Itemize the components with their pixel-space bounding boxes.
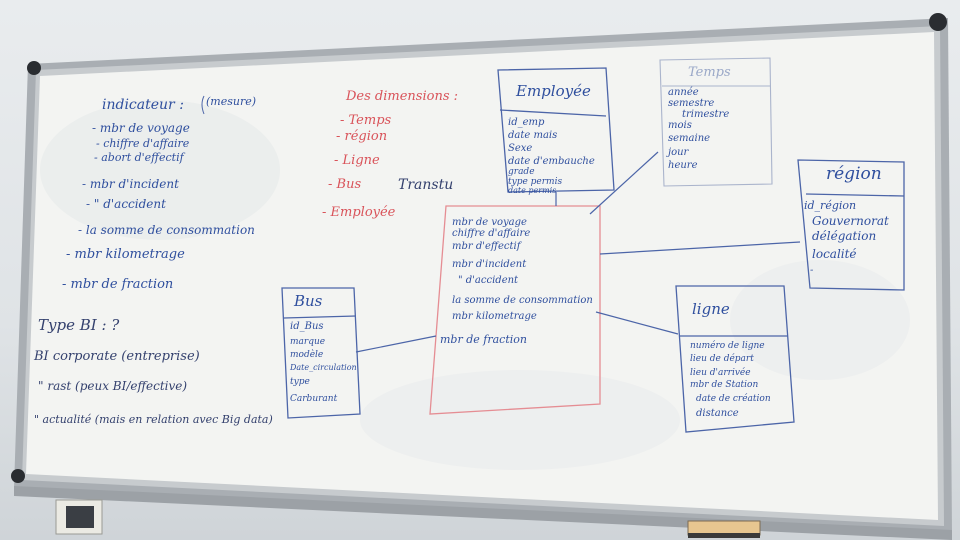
ligne-field: numéro de ligne — [690, 341, 765, 351]
temps-field: mois — [668, 120, 692, 131]
temps-field: trimestre — [682, 109, 730, 120]
smudge — [730, 260, 910, 380]
region-field: localité — [812, 247, 857, 261]
frame-corner — [11, 469, 25, 483]
ligne-field: lieu de départ — [690, 354, 754, 364]
temps-table-title: Temps — [688, 65, 731, 80]
bus-field: id_Bus — [290, 321, 324, 332]
bi-corporate-note: BI corporate (entreprise) — [34, 349, 200, 364]
ligne-field: lieu d'arrivée — [690, 368, 751, 378]
fact-fields: mbr de voyage chiffre d'affaire mbr d'ef… — [440, 217, 593, 346]
link-fact-temps — [589, 151, 659, 215]
bus-field: modèle — [290, 350, 324, 360]
bi-rast-note: " rast (peux BI/effective) — [38, 379, 188, 393]
dimension-item: - Temps — [340, 113, 392, 128]
indicator-item: - " d'accident — [86, 197, 166, 211]
region-table-box — [797, 159, 905, 291]
temps-table-box — [659, 57, 773, 187]
wall-socket-face — [66, 506, 94, 528]
fact-field: chiffre d'affaire — [452, 228, 531, 239]
smudge — [40, 100, 280, 240]
ligne-field: distance — [696, 408, 739, 419]
region-field: id_région — [804, 199, 857, 212]
employee-field: type permis — [508, 177, 563, 187]
indicator-item: - mbr d'incident — [82, 177, 179, 191]
indicator-item: - chiffre d'affaire — [96, 137, 190, 150]
smudge — [360, 370, 680, 470]
region-field: - — [810, 265, 814, 276]
temps-field: jour — [668, 147, 689, 158]
ligne-field: mbr de Station — [690, 380, 759, 390]
transtu-label: Transtu — [398, 177, 454, 193]
fact-field: mbr d'effectif — [452, 241, 521, 252]
bracket-mark — [201, 95, 205, 115]
indicator-item: - mbr kilometrage — [66, 247, 185, 262]
ligne-field: date de création — [696, 394, 771, 404]
employee-table-box — [497, 67, 615, 193]
bus-field: marque — [290, 337, 326, 347]
fact-field: mbr kilometrage — [452, 311, 537, 322]
indicator-item: - mbr de fraction — [62, 277, 174, 292]
fact-field: la somme de consommation — [452, 295, 593, 306]
bi-actualite-note: " actualité (mais en relation avec Big d… — [34, 413, 273, 426]
employee-field: date d'embauche — [508, 156, 595, 167]
employee-fields: id_emp date mais Sexe date d'embauche gr… — [508, 118, 595, 195]
employee-field: id_emp — [508, 117, 545, 128]
employee-field: date permis — [508, 186, 557, 195]
eraser[interactable] — [687, 520, 761, 536]
region-field: Gouvernorat — [812, 214, 889, 228]
employee-field: Sexe — [508, 143, 533, 154]
bus-field: Carburant — [290, 394, 338, 404]
bus-table-box — [281, 287, 361, 419]
region-fields: id_région Gouvernorat délégation localit… — [804, 200, 889, 276]
ligne-table-title: ligne — [692, 300, 730, 318]
region-field: délégation — [812, 229, 877, 243]
fact-field: " d'accident — [458, 275, 519, 286]
indicator-item: - mbr de voyage — [92, 121, 190, 135]
temps-field: semestre — [668, 98, 715, 109]
bus-fields: id_Bus marque modèle Date_circulation ty… — [290, 322, 357, 404]
dimension-item: - Employée — [322, 205, 396, 220]
indicator-heading-note: (mesure) — [206, 95, 257, 108]
bi-type-question: Type BI : ? — [38, 316, 120, 334]
indicator-item: - la somme de consommation — [78, 223, 255, 237]
employee-field: date mais — [508, 130, 558, 141]
bus-field: type — [290, 377, 310, 387]
fact-table-box — [429, 205, 601, 415]
frame-corner — [929, 13, 947, 31]
link-fact-ligne — [595, 311, 679, 335]
indicator-heading: indicateur : — [102, 97, 184, 113]
bus-table-title: Bus — [294, 292, 323, 310]
bus-field: Date_circulation — [290, 363, 357, 372]
dimension-item: - région — [336, 129, 388, 144]
ligne-fields: numéro de ligne lieu de départ lieu d'ar… — [690, 342, 771, 419]
frame-corner — [27, 61, 41, 75]
indicator-item: - abort d'effectif — [94, 151, 184, 164]
eraser-base — [688, 533, 760, 538]
dimension-item: - Bus — [328, 177, 362, 192]
temps-field: année — [668, 87, 699, 98]
link-fact-bus — [355, 335, 437, 353]
employee-field: grade — [508, 167, 535, 177]
dimension-item: - Ligne — [334, 153, 380, 168]
link-fact-region — [599, 241, 801, 255]
ligne-table-box — [675, 285, 795, 433]
temps-field: heure — [668, 160, 698, 171]
temps-fields: année semestre trimestre mois semaine jo… — [668, 88, 729, 171]
employee-table-title: Employée — [516, 82, 591, 100]
fact-field: mbr d'incident — [452, 259, 527, 270]
fact-field: mbr de fraction — [440, 333, 527, 346]
fact-field: mbr de voyage — [452, 217, 527, 228]
region-table-title: région — [826, 164, 882, 184]
temps-field: semaine — [668, 133, 711, 144]
dimensions-heading: Des dimensions : — [346, 89, 459, 104]
